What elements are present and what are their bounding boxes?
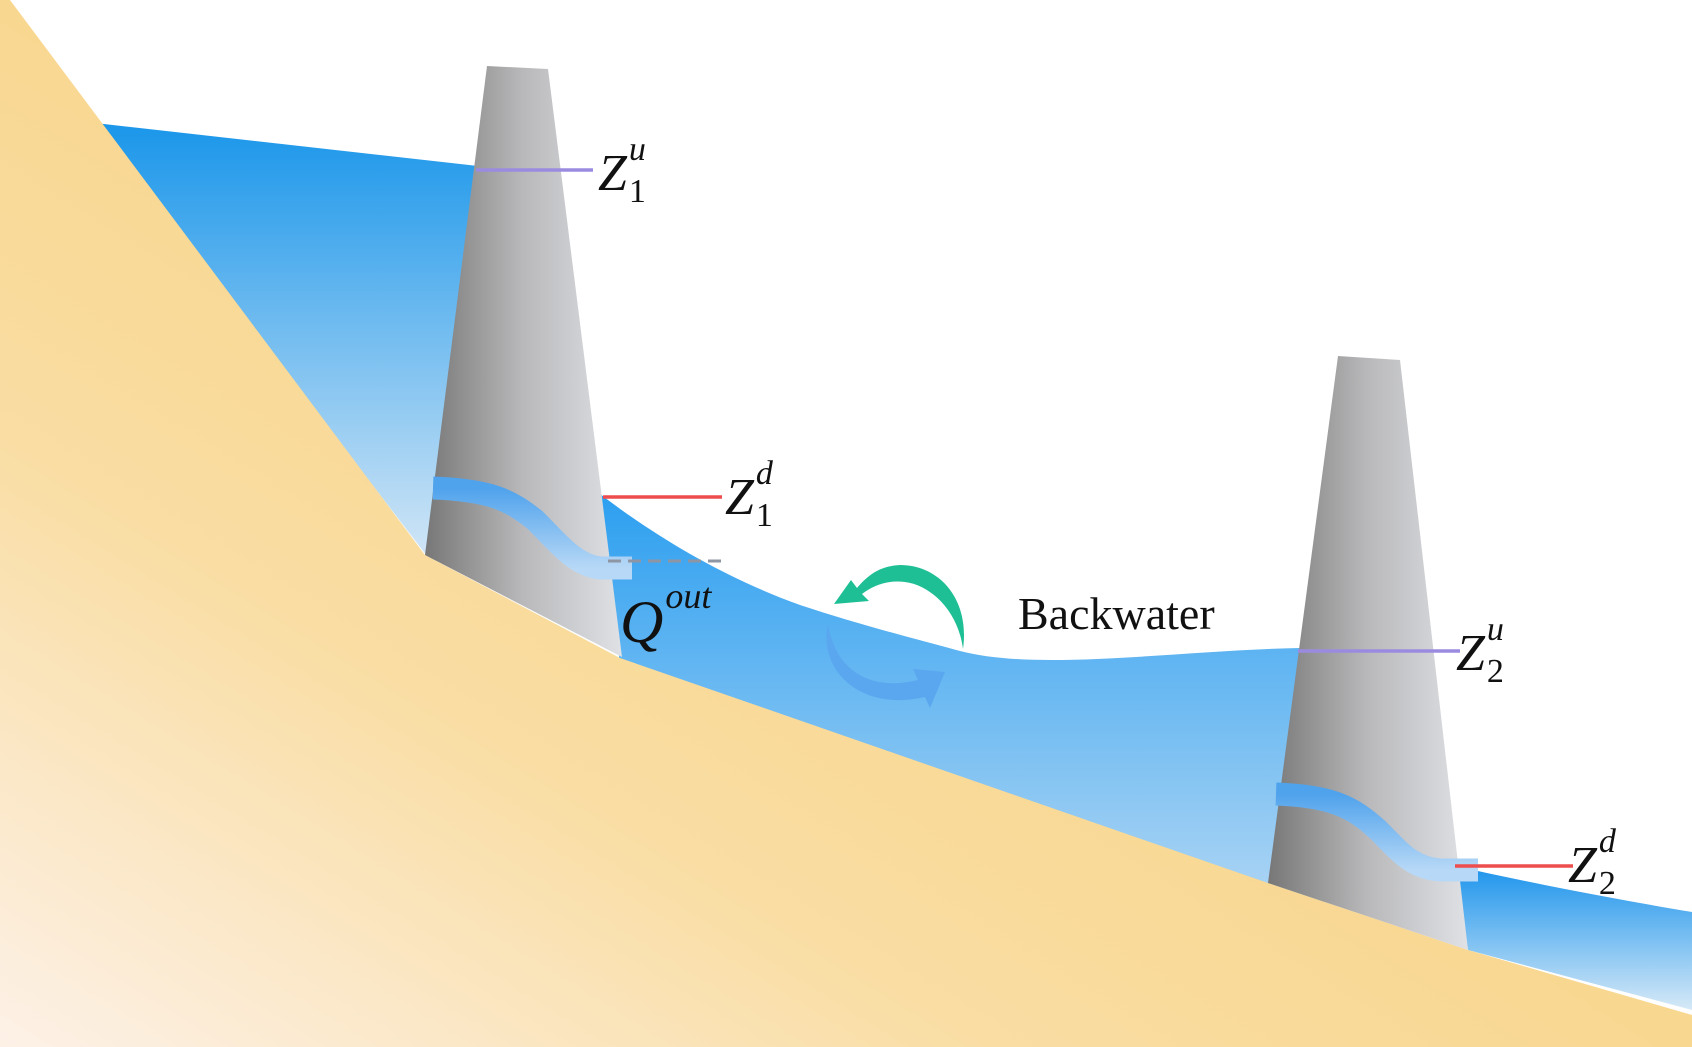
upper-reservoir-water (95, 123, 478, 560)
downstream-river-water (1455, 866, 1692, 1010)
backwater-label: Backwater (1018, 588, 1215, 639)
backwater-arrow-blue (826, 624, 945, 708)
downstream-dam-penstock (1275, 782, 1478, 882)
circular-arrows-icon (826, 565, 965, 708)
backwater-arrow-green (834, 565, 965, 649)
outflow-label: Qout (620, 576, 712, 655)
upstream-dam-penstock (432, 476, 632, 580)
upstream-dam-body (425, 66, 622, 657)
middle-reservoir-water (600, 494, 1325, 935)
